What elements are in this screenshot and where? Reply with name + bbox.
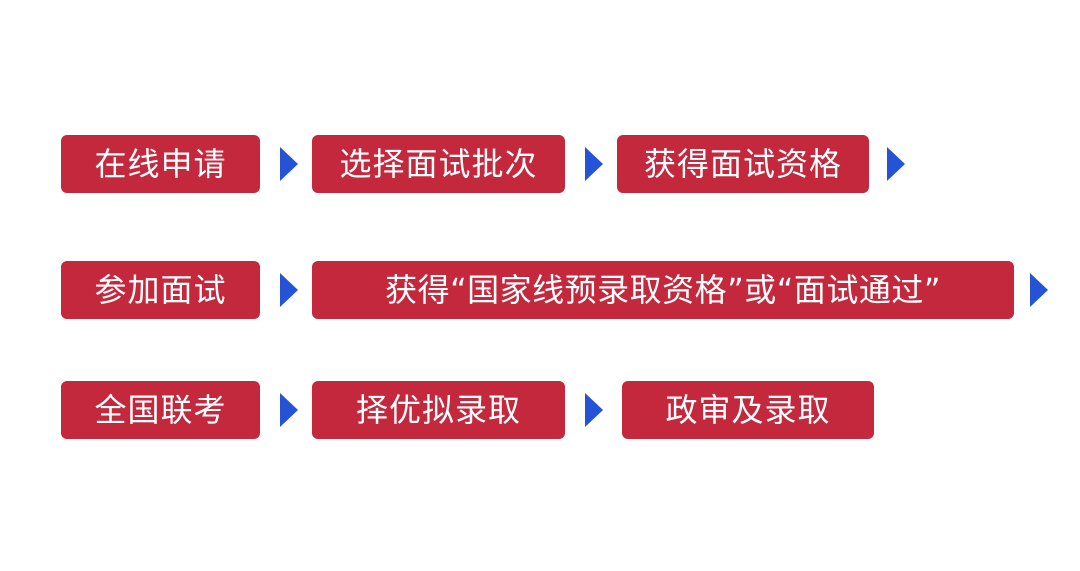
step-attend-interview: 参加面试 — [61, 261, 260, 319]
arrow-right-icon — [887, 147, 905, 181]
step-obtain-pre-admission-or-interview-pass: 获得“国家线预录取资格”或“面试通过” — [312, 261, 1014, 319]
arrow-right-icon — [280, 393, 298, 427]
arrow-right-icon — [1030, 273, 1048, 307]
step-national-joint-exam: 全国联考 — [61, 381, 260, 439]
arrow-right-icon — [280, 147, 298, 181]
arrow-right-icon — [585, 393, 603, 427]
step-merit-based-proposed-admission: 择优拟录取 — [312, 381, 565, 439]
step-online-application: 在线申请 — [61, 135, 260, 193]
step-select-interview-batch: 选择面试批次 — [312, 135, 565, 193]
arrow-right-icon — [280, 273, 298, 307]
step-obtain-interview-qualification: 获得面试资格 — [617, 135, 869, 193]
arrow-right-icon — [585, 147, 603, 181]
step-political-review-and-admission: 政审及录取 — [622, 381, 874, 439]
